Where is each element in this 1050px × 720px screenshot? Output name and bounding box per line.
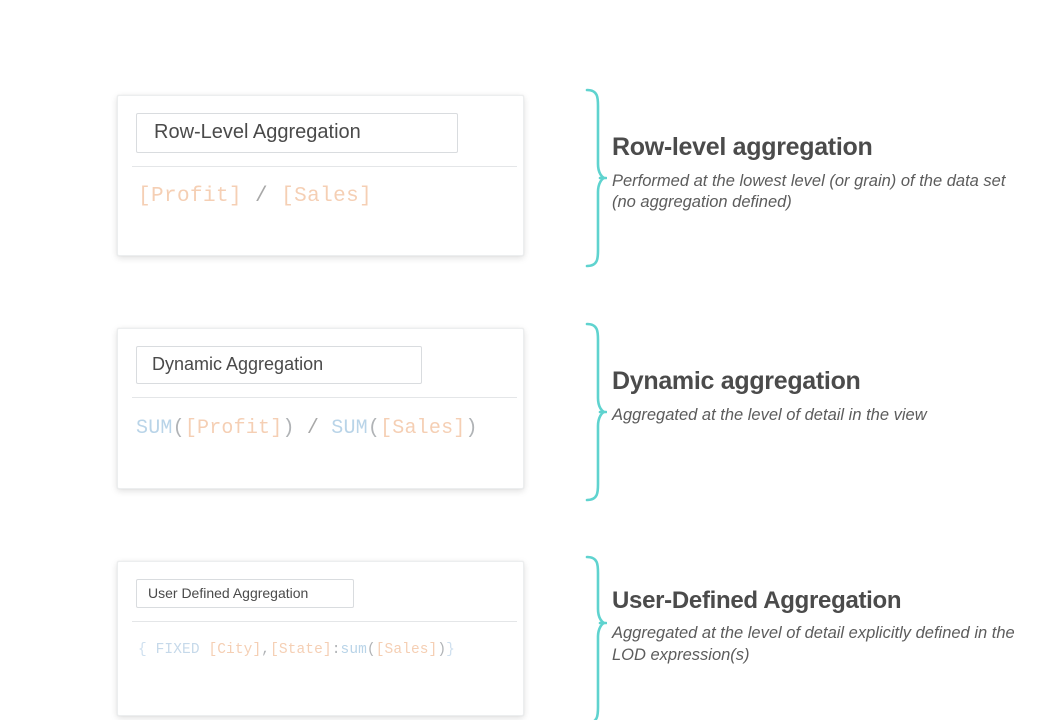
formula-token-field: [Sales] [380,416,466,440]
calculation-card[interactable]: User Defined Aggregation { FIXED [City],… [117,561,524,716]
formula-token-punct: ) [465,416,478,440]
formula-token-field: [Sales] [281,185,373,208]
description-block: Dynamic aggregation Aggregated at the le… [612,367,927,426]
formula-token-field: [Sales] [375,642,438,659]
formula-token-punct: ( [366,642,376,659]
formula-token-function: sum [340,642,367,659]
description-heading: Dynamic aggregation [612,367,861,395]
formula-token-field: [Profit] [184,416,283,440]
formula-token-operator: / [255,185,269,208]
formula-token-punct: ) [282,416,295,440]
formula-token-field: [City] [208,642,262,659]
calculation-title-area: Dynamic Aggregation [118,329,523,397]
formula-token-punct: ) [437,642,447,659]
description-heading: Row-level aggregation [612,133,873,161]
formula-token-field: [Profit] [138,185,243,208]
formula-token-punct: , [261,642,271,659]
calculation-title-area: User Defined Aggregation [118,562,523,621]
formula-token-space [242,185,255,208]
curly-brace-icon [549,88,608,273]
description-heading: User-Defined Aggregation [612,587,902,614]
formula-editor[interactable]: SUM([Profit]) / SUM([Sales]) [118,398,523,466]
formula-token-brace: { [138,642,147,659]
calculation-card[interactable]: Dynamic Aggregation SUM([Profit]) / SUM(… [117,328,524,489]
formula-token-punct: ( [172,416,185,440]
formula-token-space [268,185,281,208]
formula-token-space [295,417,307,440]
formula-token-function: SUM [331,416,368,440]
calculation-name-input[interactable]: User Defined Aggregation [136,579,354,609]
formula-token-operator: / [306,416,320,440]
curly-brace-icon [549,555,608,720]
formula-token-space [147,642,156,658]
description-block: User-Defined Aggregation Aggregated at t… [612,587,1032,666]
formula-token-function: SUM [136,416,173,440]
card-divider [132,396,517,398]
description-subtext: Performed at the lowest level (or grain)… [612,171,1006,211]
formula-token-space [319,417,331,440]
formula-editor[interactable]: [Profit] / [Sales] [118,167,523,234]
calculation-name-input[interactable]: Row-Level Aggregation [136,113,458,153]
formula-editor[interactable]: { FIXED [City],[State]:sum([Sales])} [118,622,523,684]
description-subtext: Aggregated at the level of detail explic… [612,624,1015,664]
card-divider [132,166,517,167]
formula-token-keyword: FIXED [155,642,200,659]
calculation-title-area: Row-Level Aggregation [118,96,523,166]
description-block: Row-level aggregation Performed at the l… [612,133,1032,213]
formula-token-brace: } [446,642,455,659]
curly-brace-icon [549,322,608,507]
calculation-name-input[interactable]: Dynamic Aggregation [136,346,422,384]
card-divider [132,621,517,623]
formula-token-punct: : [331,642,341,659]
formula-token-field: [State] [270,642,332,659]
description-subtext: Aggregated at the level of detail in the… [612,405,927,424]
calculation-card[interactable]: Row-Level Aggregation [Profit] / [Sales] [117,95,524,256]
formula-token-punct: ( [367,416,381,440]
